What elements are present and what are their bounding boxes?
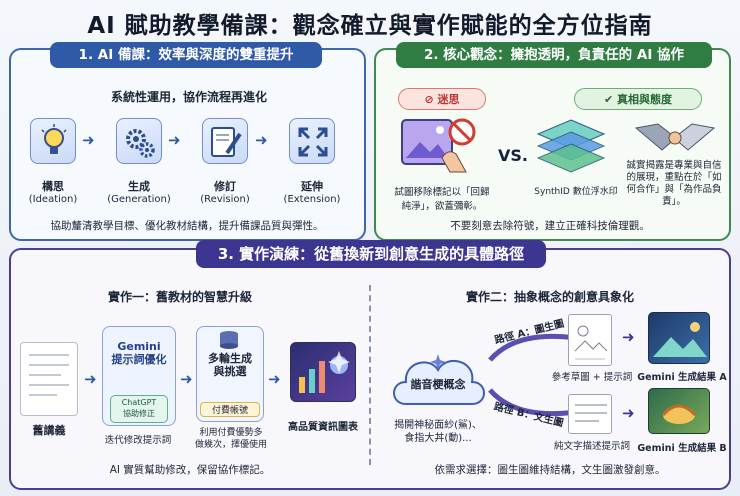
path-a-caption: 參考草圖 + 提示詞 <box>551 372 633 383</box>
result-label: 高品質資訊圖表 <box>288 422 358 433</box>
fact-label: 真相與態度 <box>617 93 673 106</box>
synthid-layers-image <box>534 114 608 180</box>
arrow-right-icon: ➜ <box>180 370 193 388</box>
myth-label: 迷思 <box>437 93 460 106</box>
panel-1-header: 1. AI 備課：效率與深度的雙重提升 <box>50 42 322 68</box>
cloud-caption: 揭開神秘面紗(鯊)、 食指大丼(動)... <box>394 420 482 444</box>
text-prompt-document-image <box>568 394 612 434</box>
arrow-right-icon: ➜ <box>168 131 181 149</box>
panel-2-footer: 不要刻意去除符號，建立正確科技倫理觀。 <box>450 220 650 232</box>
panel-1-footer: 協助釐清教學目標、優化教材結構，提升備課品質與彈性。 <box>50 220 324 232</box>
arrow-right-icon: ➜ <box>255 131 268 149</box>
edit-icon <box>202 118 248 164</box>
result-a-image <box>648 312 710 364</box>
infographic-result-image <box>290 342 356 402</box>
arrow-right-icon: ➜ <box>622 328 635 346</box>
handshake-icon <box>632 114 718 158</box>
old-handout-image <box>20 342 78 416</box>
practice-1-footer: AI 實質幫助修改，保留協作標記。 <box>109 464 271 476</box>
panel-3-header: 3. 實作演練：從舊換新到創意生成的具體路徑 <box>196 240 546 268</box>
result-b-image <box>648 388 710 434</box>
arrow-right-icon: ➜ <box>268 370 281 388</box>
watermark-removal-image <box>396 114 480 180</box>
arrow-right-icon: ➜ <box>82 131 95 149</box>
step-generation-label: 生成 <box>128 180 150 193</box>
expand-arrows-icon <box>289 118 335 164</box>
synthid-label: SynthID 數位浮水印 <box>534 187 618 197</box>
panel-2-header: 2. 核心觀念：擁抱透明，負責任的 AI 協作 <box>396 42 712 68</box>
practice-2-footer: 依需求選擇：圖生圖維持結構，文生圖激發創意。 <box>434 464 666 476</box>
gemini-caption: 迭代修改提示詞 <box>104 435 172 446</box>
gemini-prompt-label: Gemini 提示詞優化 <box>111 340 167 366</box>
sketch-document-image <box>568 314 612 366</box>
page-title: AI 賦助教學備課：觀念確立與實作賦能的全方位指南 <box>87 13 653 39</box>
path-b-caption: 純文字描述提示詞 <box>553 441 630 452</box>
step-generation-en: (Generation) <box>107 194 171 205</box>
step-revision-en: (Revision) <box>200 194 250 205</box>
gears-icon <box>116 118 162 164</box>
lightbulb-icon <box>30 118 76 164</box>
myth-caption: 試圖移除標記以「回歸純淨」，欲蓋彌彰。 <box>394 187 490 212</box>
practice-1-title: 實作一：舊教材的智慧升級 <box>107 290 252 304</box>
database-icon <box>218 330 240 354</box>
eye-off-icon: ⊘ <box>424 93 438 106</box>
step-extension-en: (Extension) <box>283 194 341 205</box>
multi-round-label: 多輪生成 與挑選 <box>208 352 252 378</box>
section-divider <box>369 285 371 465</box>
old-handout-label: 舊講義 <box>32 424 66 437</box>
shield-check-icon: ✔ <box>603 93 618 106</box>
fact-caption: 誠實揭露是專業與自信的展現，重點在於「如何合作」與「為作品負責」。 <box>626 160 722 207</box>
result-b-label: Gemini 生成結果 B <box>637 443 727 454</box>
cloud-concept-label: 諧音梗概念 <box>410 378 466 391</box>
fact-badge: ✔ 真相與態度 <box>574 88 702 110</box>
panel-1-subtitle: 系統性運用，協作流程再進化 <box>110 90 267 104</box>
step-ideation-label: 構思 <box>42 180 64 193</box>
chatgpt-assist-box <box>110 395 168 423</box>
step-ideation-en: (Ideation) <box>28 194 78 205</box>
result-a-label: Gemini 生成結果 A <box>637 372 727 383</box>
step-revision-label: 修訂 <box>214 180 236 193</box>
myth-badge: ⊘ 迷思 <box>398 88 486 110</box>
arrow-right-icon: ➜ <box>622 404 635 422</box>
paid-account-badge: 付費帳號 <box>200 402 260 417</box>
step-extension-label: 延伸 <box>301 180 323 193</box>
arrow-right-icon: ➜ <box>84 370 97 388</box>
chatgpt-assist-label: ChatGPT 協助修正 <box>121 398 157 418</box>
practice-2-title: 實作二：抽象概念的創意具象化 <box>465 290 634 304</box>
multi-round-caption: 利用付費優勢多 做幾次，擇優使用 <box>194 428 267 450</box>
vs-label: VS. <box>498 146 528 165</box>
cloud-concept-image <box>386 344 490 414</box>
